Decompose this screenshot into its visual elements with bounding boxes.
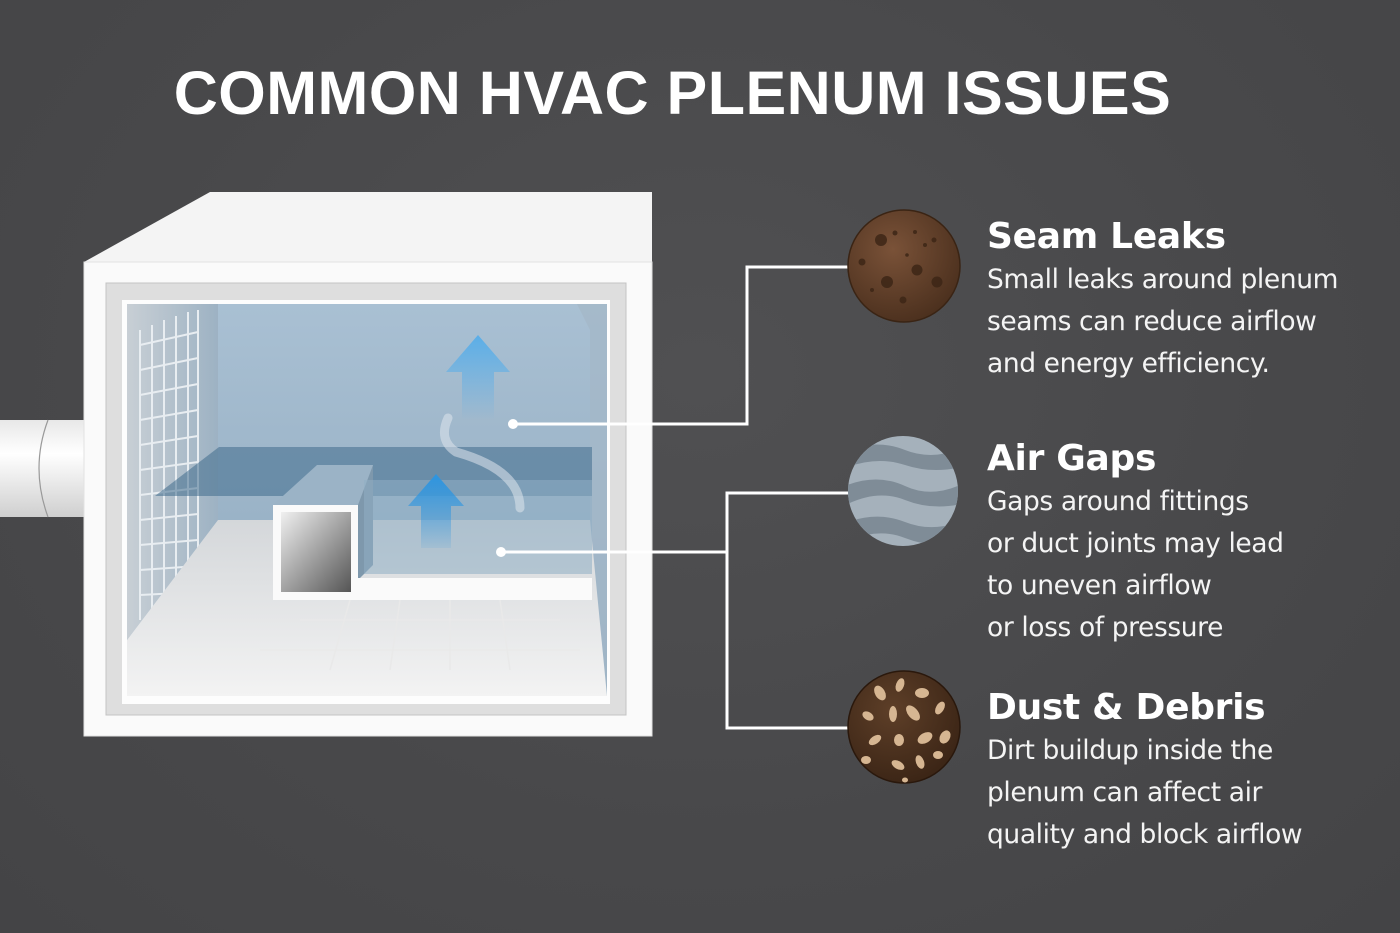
issue-seam-leaks: Seam Leaks Small leaks around plenum sea…: [987, 215, 1338, 385]
airflow-arrow-lower: [408, 474, 464, 548]
marker-dot-lower: [496, 547, 506, 557]
connector-lines: [501, 265, 850, 730]
issue-title: Dust & Debris: [987, 687, 1266, 728]
inlet-pipe: [0, 419, 84, 518]
seam-leaks-icon: [847, 209, 961, 323]
issue-air-gaps: Air Gaps Gaps around fittings or duct jo…: [987, 437, 1284, 649]
issue-title: Air Gaps: [987, 438, 1157, 479]
air-gaps-icon: [848, 436, 958, 546]
marker-dot-upper: [508, 419, 518, 429]
issue-description: Small leaks around plenum seams can redu…: [987, 259, 1338, 385]
page-title: COMMON HVAC PLENUM ISSUES: [173, 59, 1172, 127]
issue-description: Dirt buildup inside the plenum can affec…: [987, 730, 1303, 856]
airflow-arrow-upper: [446, 335, 510, 420]
dust-debris-icon: [847, 670, 961, 784]
description-line: Dirt buildup inside the: [987, 735, 1273, 766]
description-line: plenum can affect air: [987, 777, 1263, 808]
issue-dust-debris: Dust & Debris Dirt buildup inside the pl…: [987, 686, 1303, 856]
connector-air-gaps: [501, 491, 850, 554]
description-line: quality and block airflow: [987, 819, 1303, 850]
description-line: or loss of pressure: [987, 612, 1223, 643]
description-line: Gaps around fittings: [987, 486, 1249, 517]
description-line: to uneven airflow: [987, 570, 1212, 601]
air-swirl: [439, 413, 525, 513]
plenum-top-face: [84, 192, 652, 262]
issue-title: Seam Leaks: [987, 216, 1226, 257]
connector-seam-leaks: [513, 265, 850, 426]
issue-description: Gaps around fittings or duct joints may …: [987, 481, 1284, 649]
connector-dust-debris: [725, 552, 850, 730]
description-line: Small leaks around plenum: [987, 264, 1338, 295]
description-line: or duct joints may lead: [987, 528, 1284, 559]
grille-wall: [139, 310, 199, 620]
description-line: seams can reduce airflow: [987, 306, 1317, 337]
description-line: and energy efficiency.: [987, 348, 1270, 379]
